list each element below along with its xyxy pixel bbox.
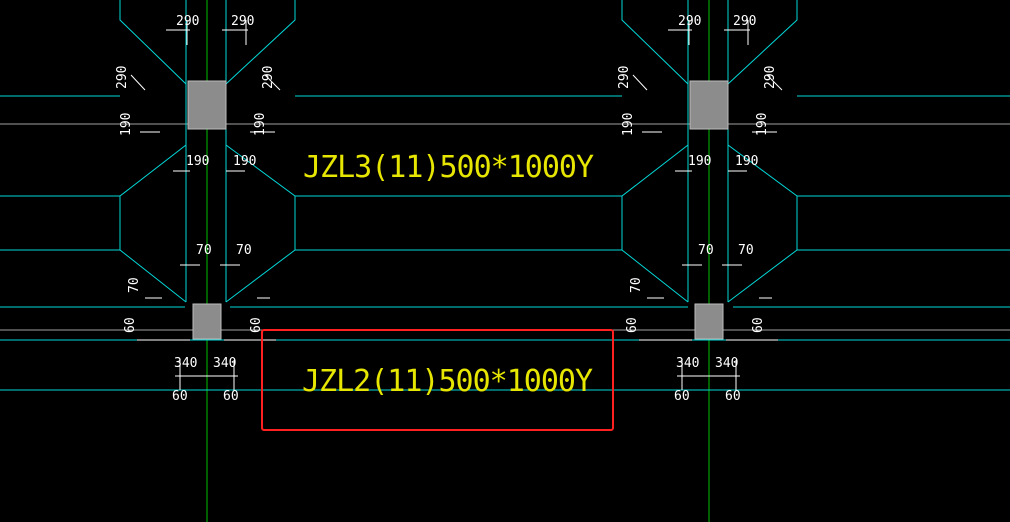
dim-label-side-right-b: 290 <box>763 66 778 89</box>
dim-label-foot-right-b: 60 <box>725 389 741 404</box>
upper-beam-label[interactable]: JZL3(11)500*1000Y <box>303 150 595 185</box>
dim-label-lower-right-b: 190 <box>735 154 758 169</box>
dim-label-top-left-a: 290 <box>176 14 199 29</box>
dimension-group-right: 290 290 290 290 190 190 190 190 70 70 70… <box>617 14 783 404</box>
column-upper-right[interactable] <box>689 80 729 130</box>
dim-label-lower-right-a: 190 <box>688 154 711 169</box>
dim-label-top-right-b: 290 <box>733 14 756 29</box>
dim-label-column-right-b: 340 <box>715 356 738 371</box>
dim-label-foot-left-b: 60 <box>223 389 239 404</box>
dim-label-base-left-b: 60 <box>249 317 264 333</box>
dim-label-side-left-a: 290 <box>115 66 130 89</box>
dim-label-base-right-b: 60 <box>751 317 766 333</box>
dimension-tick <box>632 74 648 91</box>
dim-label-column-left-b: 340 <box>213 356 236 371</box>
dim-label-haunch-right-a: 70 <box>698 243 714 258</box>
dim-label-base-left-a: 60 <box>123 317 138 333</box>
dim-label-foot-right-a: 60 <box>674 389 690 404</box>
dimension-tick <box>766 74 783 91</box>
column-upper-left[interactable] <box>187 80 227 130</box>
dim-label-side-right-a: 290 <box>617 66 632 89</box>
dim-label-haunch-left-a: 70 <box>196 243 212 258</box>
dim-label-lower-left-b: 190 <box>233 154 256 169</box>
dim-label-column-right-a: 340 <box>676 356 699 371</box>
dimension-tick <box>130 74 146 91</box>
dim-label-foot-left-a: 60 <box>172 389 188 404</box>
dimension-group-left: 290 290 290 290 190 190 190 190 70 70 70… <box>115 14 281 404</box>
dim-label-side-left-b: 290 <box>261 66 276 89</box>
dim-label-mid-left-b: 190 <box>253 113 268 136</box>
lower-beam-label[interactable]: JZL2(11)500*1000Y <box>302 364 594 399</box>
dim-label-top-left-b: 290 <box>231 14 254 29</box>
column-lower-left[interactable] <box>192 303 222 340</box>
dim-label-haunch-left-b: 70 <box>236 243 252 258</box>
dim-label-top-right-a: 290 <box>678 14 701 29</box>
selection-box <box>261 329 614 431</box>
dim-label-column-left-a: 340 <box>174 356 197 371</box>
dim-label-low-left-a: 70 <box>127 277 142 293</box>
dim-label-base-right-a: 60 <box>625 317 640 333</box>
dim-label-low-right-a: 70 <box>629 277 644 293</box>
columns <box>187 80 729 340</box>
dim-label-mid-left-a: 190 <box>119 113 134 136</box>
dim-label-mid-right-a: 190 <box>621 113 636 136</box>
dim-label-mid-right-b: 190 <box>755 113 770 136</box>
dimension-tick <box>264 74 281 91</box>
dim-label-lower-left-a: 190 <box>186 154 209 169</box>
dim-label-haunch-right-b: 70 <box>738 243 754 258</box>
beam-outlines <box>0 0 1010 391</box>
dimension-annotations: 290 290 290 290 190 190 190 190 70 70 70… <box>115 14 783 404</box>
column-lower-right[interactable] <box>694 303 724 340</box>
